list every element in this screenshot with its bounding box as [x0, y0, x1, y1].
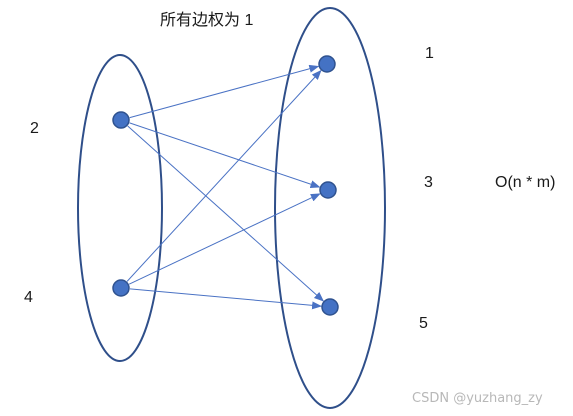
left-group-ellipse — [77, 54, 163, 362]
node-label-5: 5 — [419, 315, 428, 332]
node-4 — [112, 279, 130, 297]
edge-arrow-2-to-3 — [129, 122, 321, 189]
edge-arrow-4-to-3 — [128, 193, 321, 285]
nodes-layer — [112, 55, 339, 316]
node-3 — [319, 181, 337, 199]
diagram-title: 所有边权为 1 — [160, 11, 253, 29]
node-label-4: 4 — [24, 289, 33, 306]
edge-arrow-4-to-5 — [129, 288, 323, 310]
node-2 — [112, 111, 130, 129]
edge-arrow-2-to-1 — [129, 64, 320, 119]
complexity-label: O(n * m) — [495, 174, 555, 191]
node-label-3: 3 — [424, 174, 433, 191]
edge-arrow-4-to-1 — [126, 69, 322, 282]
node-label-1: 1 — [425, 45, 434, 62]
node-1 — [318, 55, 336, 73]
edge-arrow-2-to-5 — [127, 125, 325, 302]
node-label-2: 2 — [30, 120, 39, 137]
watermark: CSDN @yuzhang_zy — [412, 391, 543, 406]
node-5 — [321, 298, 339, 316]
right-group-ellipse — [274, 7, 386, 409]
edges-layer — [126, 64, 325, 310]
